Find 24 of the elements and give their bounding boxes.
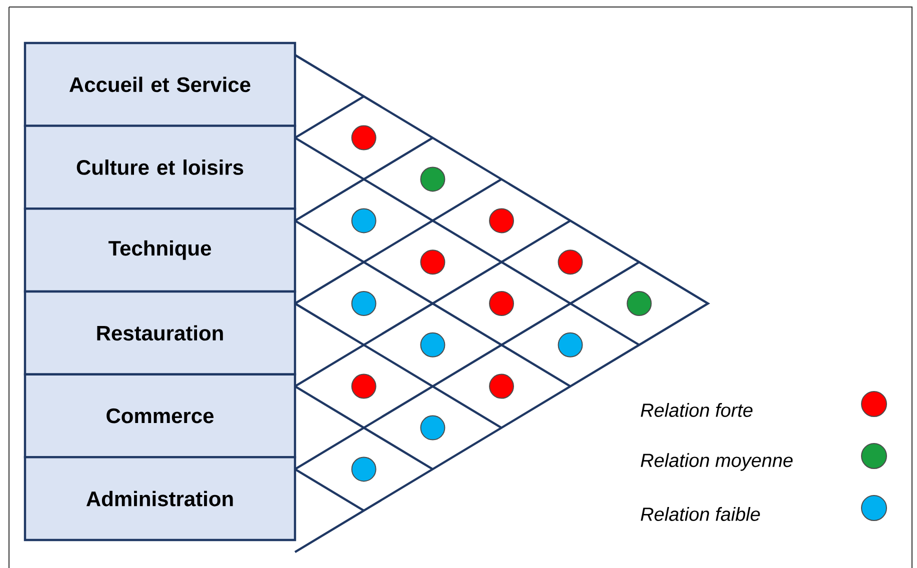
relation-dot <box>420 250 446 275</box>
row-box: Accueil et Service <box>24 42 296 127</box>
relation-dot <box>351 125 376 150</box>
relation-dot <box>558 332 583 358</box>
relation-dot <box>420 166 446 192</box>
relation-dot <box>420 415 446 440</box>
relation-dot <box>626 291 652 316</box>
relation-dot <box>351 208 376 234</box>
row-box: Restauration <box>24 290 296 376</box>
relation-dot <box>489 208 514 234</box>
relation-dot <box>489 374 514 399</box>
relation-dot <box>351 374 376 399</box>
row-box: Commerce <box>24 373 296 458</box>
relation-dot <box>351 291 376 316</box>
relation-dot <box>420 332 446 358</box>
row-box: Culture et loisirs <box>24 124 296 210</box>
row-box: Administration <box>24 456 296 542</box>
legend-label: Relation faible <box>640 507 760 521</box>
legend-label: Relation moyenne <box>640 453 793 471</box>
row-box: Technique <box>24 208 296 293</box>
relation-dot <box>351 456 376 482</box>
relation-dot <box>489 291 514 316</box>
legend-label: Relation forte <box>640 403 752 417</box>
relation-dot <box>558 250 583 275</box>
